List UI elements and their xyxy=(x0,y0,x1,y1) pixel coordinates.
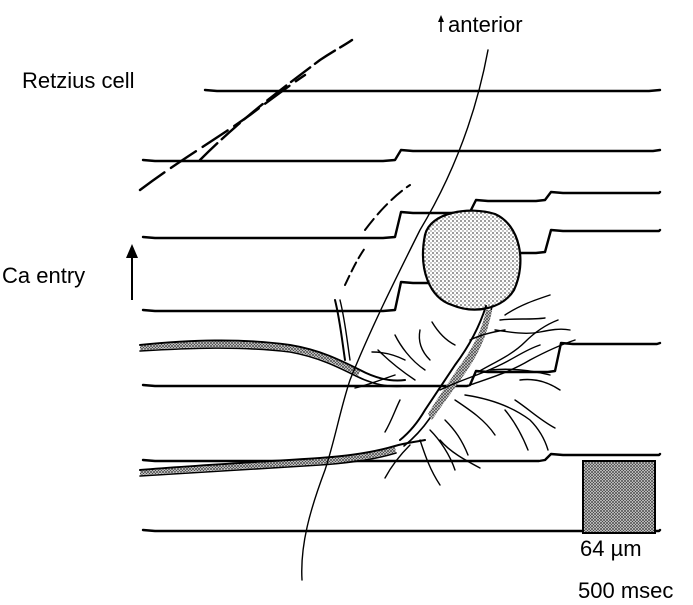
scale-length-label: 64 µm xyxy=(580,538,642,560)
ca-trace-4 xyxy=(143,230,660,311)
soma xyxy=(423,211,520,310)
scale-bar-box xyxy=(583,461,655,533)
cell-name-label: Retzius cell xyxy=(22,70,134,92)
scale-time-label: 500 msec xyxy=(578,580,673,602)
ca-trace-2 xyxy=(143,150,660,161)
ca-trace-1 xyxy=(205,90,660,91)
ca-entry-label: Ca entry xyxy=(2,265,85,287)
thin-fiber xyxy=(302,50,488,580)
ca-entry-arrow xyxy=(126,244,138,300)
primary-neurite xyxy=(400,306,486,440)
anterior-arrow-icon xyxy=(438,15,444,32)
orientation-label: anterior xyxy=(448,14,523,36)
